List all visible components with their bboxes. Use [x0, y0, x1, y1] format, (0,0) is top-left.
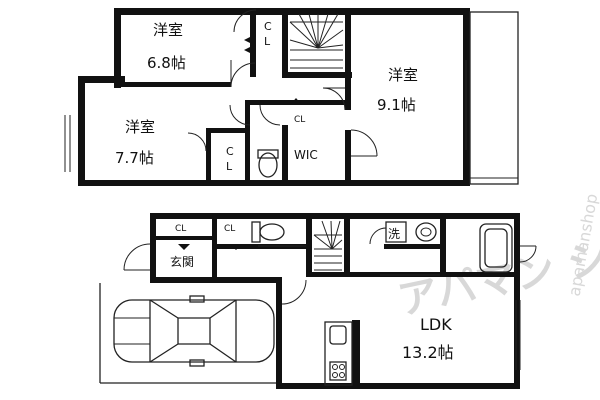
upper-toilet — [257, 149, 279, 178]
garage — [99, 283, 276, 384]
closet-upper-l: L — [264, 35, 271, 48]
car-icon — [113, 295, 275, 367]
closet-upper-c: C — [264, 20, 272, 33]
washbasin — [385, 221, 437, 243]
lower-doors — [123, 227, 537, 370]
lower-stairs — [313, 220, 343, 271]
lower-floor: CL CL 玄関 洗 LDK 13.2帖 — [99, 213, 537, 389]
room-c-size: 9.1帖 — [377, 96, 416, 114]
cl-b-label: CL — [224, 224, 235, 234]
closet-lower-c: C — [226, 145, 234, 158]
bathtub — [479, 223, 513, 273]
room-b-name: 洋室 — [125, 118, 155, 136]
upper-doors — [64, 9, 471, 172]
closet-wic-cl: CL — [294, 115, 305, 125]
room-a-size: 6.8帖 — [147, 54, 186, 72]
washroom-label: 洗 — [388, 227, 400, 241]
lower-toilet — [251, 221, 285, 243]
cl-a-label: CL — [175, 224, 186, 234]
room-c-name: 洋室 — [388, 66, 418, 84]
entrance-label: 玄関 — [170, 254, 194, 269]
ldk-size: 13.2帖 — [402, 343, 454, 362]
kitchen-counter — [324, 321, 353, 386]
room-b-size: 7.7帖 — [115, 149, 154, 167]
watermark: アパマン ショップ apamanshop — [394, 192, 600, 324]
balcony — [469, 11, 519, 185]
wic-label: WIC — [294, 148, 318, 162]
upper-floor: 洋室 6.8帖 洋室 7.7帖 洋室 9.1帖 C L C L CL WIC — [64, 8, 519, 186]
closet-lower-l: L — [226, 160, 233, 173]
room-a-name: 洋室 — [153, 21, 183, 39]
upper-stairs — [289, 13, 344, 69]
ldk-name: LDK — [420, 315, 452, 334]
